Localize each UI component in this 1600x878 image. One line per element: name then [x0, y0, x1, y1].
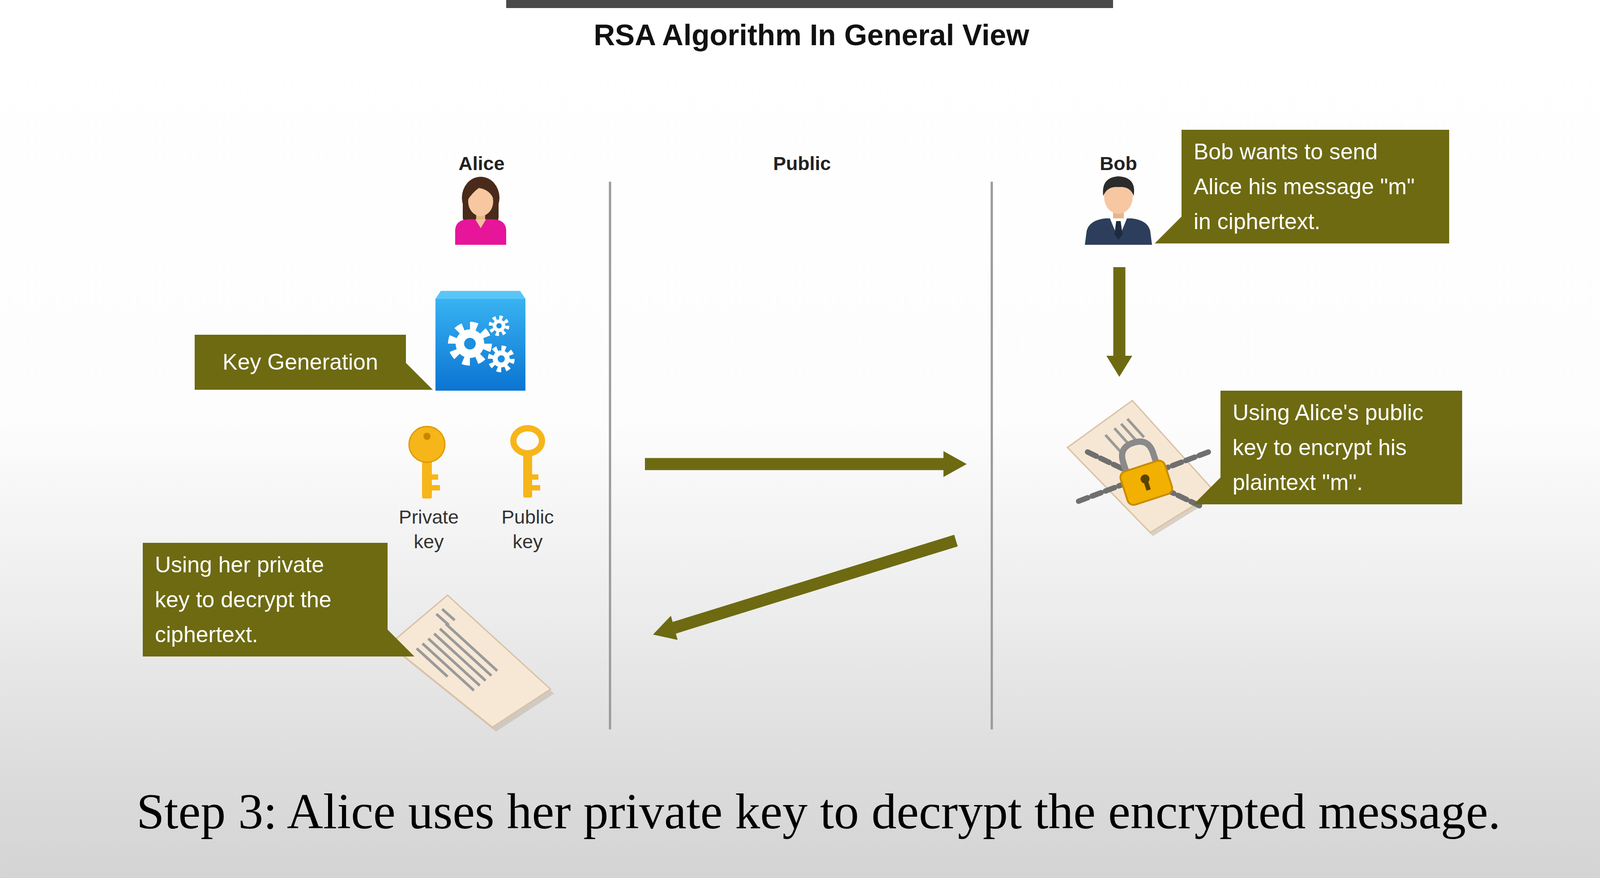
- caption: Step 3: Alice uses her private key to de…: [136, 782, 1501, 841]
- callout-tail: [405, 362, 433, 390]
- key-label: Public key: [494, 504, 562, 555]
- callout-box: Bob wants to send Alice his message "m" …: [1181, 129, 1450, 244]
- callout-text: Using her private key to decrypt the cip…: [154, 547, 352, 653]
- flow-arrow: [1106, 267, 1133, 377]
- divider-line: [990, 181, 994, 730]
- bob-icon: [1084, 176, 1152, 245]
- flow-arrow: [644, 451, 967, 478]
- flow-arrow: [652, 540, 956, 640]
- callout-text: Bob wants to send Alice his message "m" …: [1193, 134, 1425, 239]
- locked-document: [1067, 400, 1218, 537]
- callout-text: Key Generation: [212, 344, 389, 380]
- column-header: Public: [772, 152, 831, 175]
- document: [389, 595, 555, 732]
- private-key-icon: [409, 426, 445, 499]
- callout-tail: [1154, 216, 1182, 244]
- public-key-icon: [513, 428, 542, 498]
- callout-tail: [387, 629, 415, 657]
- alice-icon: [455, 176, 507, 245]
- callout-text: Using Alice's public key to encrypt his …: [1232, 395, 1446, 500]
- top-bar: [506, 0, 1114, 9]
- column-header: Alice: [458, 152, 505, 175]
- callout-tail: [1193, 477, 1221, 505]
- title: RSA Algorithm In General View: [593, 17, 1029, 52]
- gear-box: [435, 290, 526, 391]
- callout-box: Using Alice's public key to encrypt his …: [1220, 390, 1463, 505]
- callout-box: Key Generation: [194, 334, 406, 390]
- divider-line: [609, 181, 612, 730]
- key-label: Private key: [395, 504, 463, 555]
- column-header: Bob: [1099, 152, 1138, 175]
- callout-box: Using her private key to decrypt the cip…: [142, 542, 388, 657]
